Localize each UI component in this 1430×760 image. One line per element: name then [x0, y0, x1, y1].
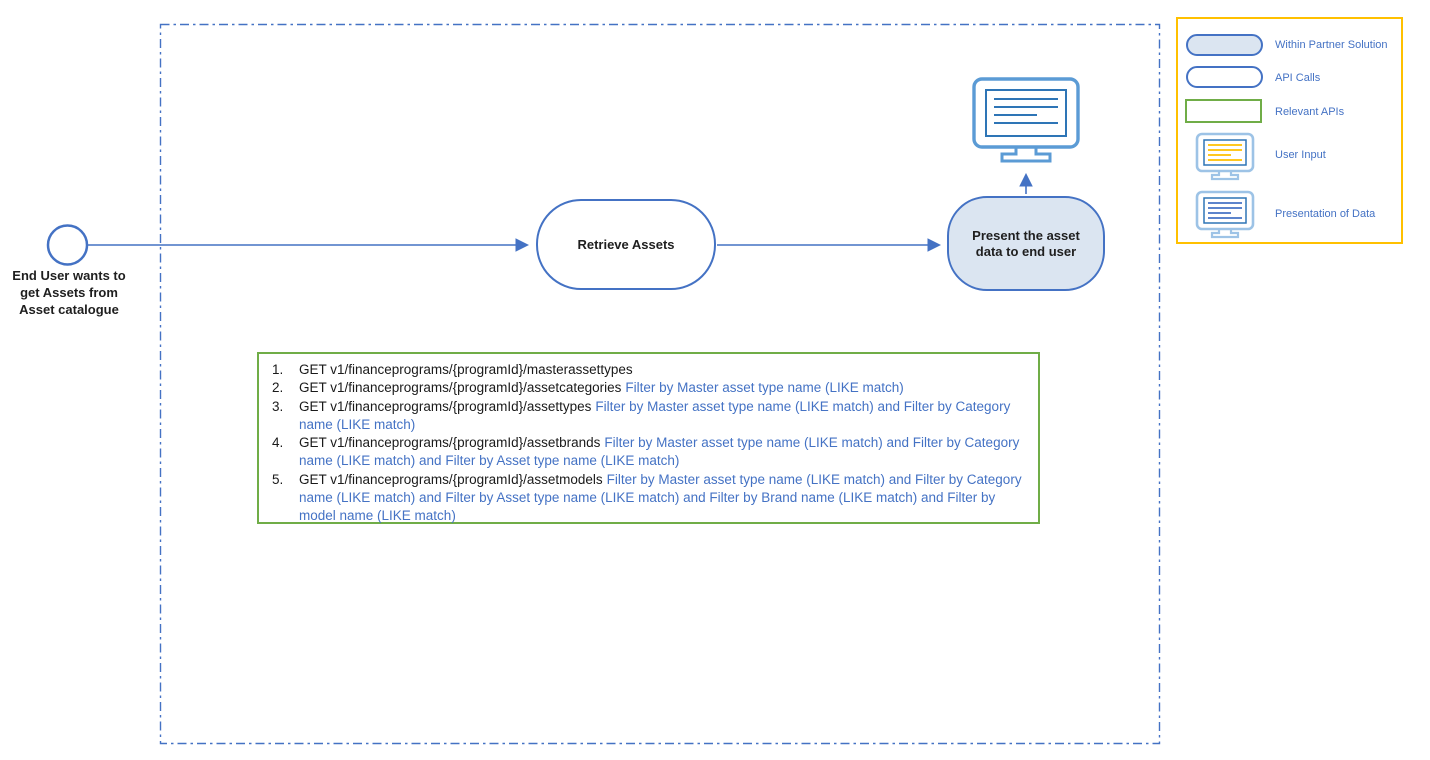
api-item-number: 2.: [272, 380, 284, 396]
api-item-filter: Filter by Master asset type name (LIKE m…: [299, 435, 1020, 469]
monitor-user-input-icon: [1195, 132, 1255, 181]
monitor-presentation-icon: [972, 77, 1080, 163]
api-item-path: GET v1/financeprograms/{programId}/asset…: [299, 435, 601, 451]
legend-label-relevant-apis: Relevant APIs: [1275, 106, 1345, 118]
api-item: 1. GET v1/financeprograms/{programId}/mas…: [259, 361, 1028, 379]
api-item-path: GET v1/financeprograms/{programId}/maste…: [299, 362, 633, 377]
legend-label-within-partner-solution: Within Partner Solution: [1275, 39, 1388, 51]
api-item: 3. GET v1/financeprograms/{programId}/ass…: [259, 398, 1028, 435]
api-item-number: 5.: [272, 471, 284, 487]
api-item: 4. GET v1/financeprograms/{programId}/ass…: [259, 434, 1028, 471]
legend-label-user-input: User Input: [1275, 149, 1326, 161]
api-item-number: 1.: [272, 362, 284, 377]
start-label: End User wants to get Assets from Asset …: [12, 268, 126, 317]
node-retrieve-assets: Retrieve Assets: [536, 199, 716, 290]
legend-label-presentation-of-data: Presentation of Data: [1275, 208, 1376, 220]
start-circle-icon: [46, 224, 89, 266]
node-present-asset-data: Present the asset data to end user: [947, 196, 1105, 291]
api-item-filter: Filter by Master asset type name (LIKE m…: [299, 398, 1011, 432]
node-present-asset-data-label: Present the asset data to end user: [972, 227, 1080, 259]
green-rectangle-icon: [1185, 99, 1262, 123]
api-item: 5. GET v1/financeprograms/{programId}/ass…: [259, 471, 1028, 526]
legend-label-api-calls: API Calls: [1275, 72, 1321, 84]
api-item-path: GET v1/financeprograms/{programId}/asset…: [299, 380, 622, 396]
legend: Within Partner Solution API Calls Releva…: [1176, 17, 1403, 244]
api-item-filter: Filter by Master asset type name (LIKE m…: [625, 380, 904, 396]
relevant-apis-box: 1. GET v1/financeprograms/{programId}/mas…: [257, 352, 1040, 524]
filled-stadium-icon: [1186, 34, 1263, 56]
api-item-filter: Filter by Master asset type name (LIKE m…: [299, 471, 1022, 524]
api-item-number: 3.: [272, 398, 284, 414]
monitor-presentation-icon: [1195, 190, 1255, 239]
api-item-path: GET v1/financeprograms/{programId}/asset…: [299, 471, 603, 487]
node-retrieve-assets-label: Retrieve Assets: [577, 236, 675, 252]
outline-stadium-icon: [1186, 66, 1263, 88]
api-item-path: GET v1/financeprograms/{programId}/asset…: [299, 398, 592, 414]
api-item: 2. GET v1/financeprograms/{programId}/ass…: [259, 379, 1028, 397]
api-item-number: 4.: [272, 435, 284, 451]
